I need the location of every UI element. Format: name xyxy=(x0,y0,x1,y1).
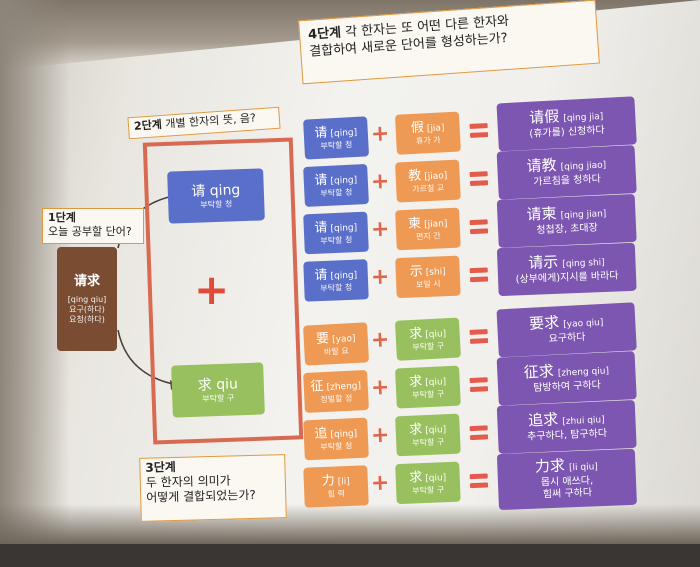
equals-icon xyxy=(470,472,489,491)
second-char-card-line: 求[qiu] xyxy=(409,469,447,486)
main-word-hanzi: 请求 xyxy=(73,273,100,289)
result-word-card: 力求[li qiu]몹시 애쓰다,힘써 구하다 xyxy=(496,448,637,511)
result-word-pinyin: [li qiu] xyxy=(568,462,599,474)
second-char-card-meaning: 부탁할 구 xyxy=(412,485,445,496)
floor-shadow xyxy=(0,504,700,544)
step1-note: 1단계 오늘 공부할 단어? xyxy=(42,208,144,244)
plus-icon: + xyxy=(370,470,390,497)
first-char-card-meaning: 힘 력 xyxy=(327,489,346,499)
result-word-hanzi: 力求 xyxy=(534,456,566,476)
main-word-card: 请求 [qing qiu] 요구(하다) 요청(하다) xyxy=(57,247,117,351)
step1-text: 오늘 공부할 단어? xyxy=(48,225,132,238)
result-word-meaning-2: 힘써 구하다 xyxy=(542,487,593,501)
first-char-card-pinyin: [li] xyxy=(337,476,351,488)
second-char-card-hanzi: 求 xyxy=(408,470,423,486)
step1-title: 1단계 xyxy=(48,211,76,224)
first-char-card-line: 力[li] xyxy=(321,473,350,490)
first-char-card: 力[li]힘 력 xyxy=(303,465,369,508)
second-char-card: 求[qiu]부탁할 구 xyxy=(395,461,461,505)
second-char-card-pinyin: [qiu] xyxy=(425,473,447,484)
main-word-pinyin: [qing qiu] xyxy=(67,294,107,304)
main-word-meaning-1: 요구(하다) xyxy=(69,304,105,314)
first-char-card-hanzi: 力 xyxy=(321,473,336,490)
main-word-meaning-2: 요청(하다) xyxy=(69,314,105,324)
big-plus-icon: + xyxy=(194,265,230,314)
